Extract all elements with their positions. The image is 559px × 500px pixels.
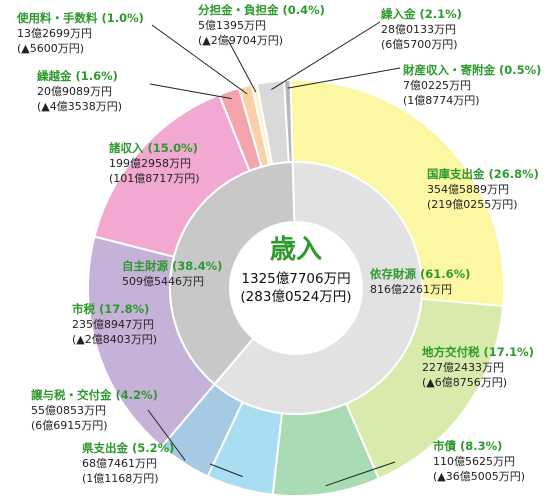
outer-label-name-8: 使用料・手数料 (1.0%) (16, 11, 144, 25)
outer-label-amount-11: 7億0225万円 (403, 79, 471, 92)
outer-label-name-7: 繰越金 (1.6%) (37, 69, 118, 83)
outer-label-change-7: (▲4億3538万円) (37, 100, 122, 113)
outer-label-name-9: 分担金・負担金 (0.4%) (198, 3, 325, 17)
outer-label-amount-8: 13億2699万円 (17, 27, 92, 40)
outer-label-name-0: 国庫支出金 (26.8%) (427, 167, 539, 181)
outer-label-name-1: 地方交付税 (17.1%) (422, 345, 534, 359)
outer-label-change-5: (▲2億8403万円) (72, 333, 157, 346)
outer-label-amount-7: 20億9089万円 (37, 85, 112, 98)
outer-label-name-10: 繰入金 (2.1%) (381, 7, 462, 21)
chart-title: 歳入 (270, 235, 322, 265)
leader-line-10 (271, 21, 381, 90)
outer-label-change-9: (▲2億9704万円) (198, 34, 283, 47)
leader-line-2 (325, 461, 396, 487)
inner-label-amount-0: 509億5446万円 (122, 275, 204, 288)
center-label: 歳入 1325億7706万円 (283億0524万円) (240, 235, 351, 305)
outer-label-name-11: 財産収入・寄附金 (0.5%) (402, 63, 541, 77)
inner-label-name-1: 依存財源 (61.6%) (370, 267, 470, 281)
outer-label-change-10: (6億5700万円) (381, 38, 458, 51)
outer-label-change-11: (1億8774万円) (403, 94, 480, 107)
outer-label-change-4: (6億6915万円) (31, 419, 108, 432)
total-amount: 1325億7706万円 (241, 271, 350, 287)
outer-label-amount-10: 28億0133万円 (381, 23, 456, 36)
outer-label-amount-0: 354億5889万円 (427, 183, 509, 196)
outer-label-amount-2: 110億5625万円 (433, 455, 515, 468)
outer-label-name-3: 県支出金 (5.2%) (82, 441, 174, 455)
leader-line-4 (147, 409, 186, 461)
outer-ring (87, 79, 505, 497)
donut-hole (230, 222, 362, 354)
outer-label-name-6: 諸収入 (15.0%) (109, 141, 198, 155)
total-change: (283億0524万円) (240, 289, 351, 305)
leader-lines (147, 21, 401, 487)
inner-label-amount-1: 816億2261万円 (370, 283, 452, 296)
leader-line-8 (151, 24, 248, 95)
outer-label-change-3: (1億1168万円) (82, 472, 159, 485)
outer-label-change-1: (▲6億8756万円) (422, 376, 507, 389)
outer-label-amount-5: 235億8947万円 (72, 318, 154, 331)
outer-label-name-4: 譲与税・交付金 (4.2%) (31, 388, 158, 402)
inner-label-name-0: 自主財源 (38.4%) (122, 259, 222, 273)
outer-label-change-6: (101億8717万円) (109, 172, 200, 185)
outer-label-amount-1: 227億2433万円 (422, 361, 504, 374)
outer-label-name-2: 市債 (8.3%) (433, 439, 502, 453)
outer-label-amount-4: 55億0853万円 (31, 404, 106, 417)
leader-line-3 (209, 463, 243, 478)
outer-label-amount-3: 68億7461万円 (82, 457, 157, 470)
leader-line-9 (227, 39, 257, 93)
outer-label-amount-6: 199億2958万円 (109, 157, 191, 170)
outer-label-amount-9: 5億1395万円 (198, 19, 266, 32)
slice-labels: 国庫支出金 (26.8%) 354億5889万円 (219億0255万円) 地方交付税… (16, 3, 541, 485)
outer-label-change-2: (▲36億5005万円) (433, 470, 525, 483)
leader-line-7 (149, 83, 232, 100)
outer-label-name-5: 市税 (17.8%) (72, 302, 149, 316)
leader-line-11 (287, 67, 401, 89)
inner-ring (169, 161, 423, 415)
outer-label-change-8: (▲5600万円) (17, 42, 84, 55)
outer-label-change-0: (219億0255万円) (427, 198, 518, 211)
